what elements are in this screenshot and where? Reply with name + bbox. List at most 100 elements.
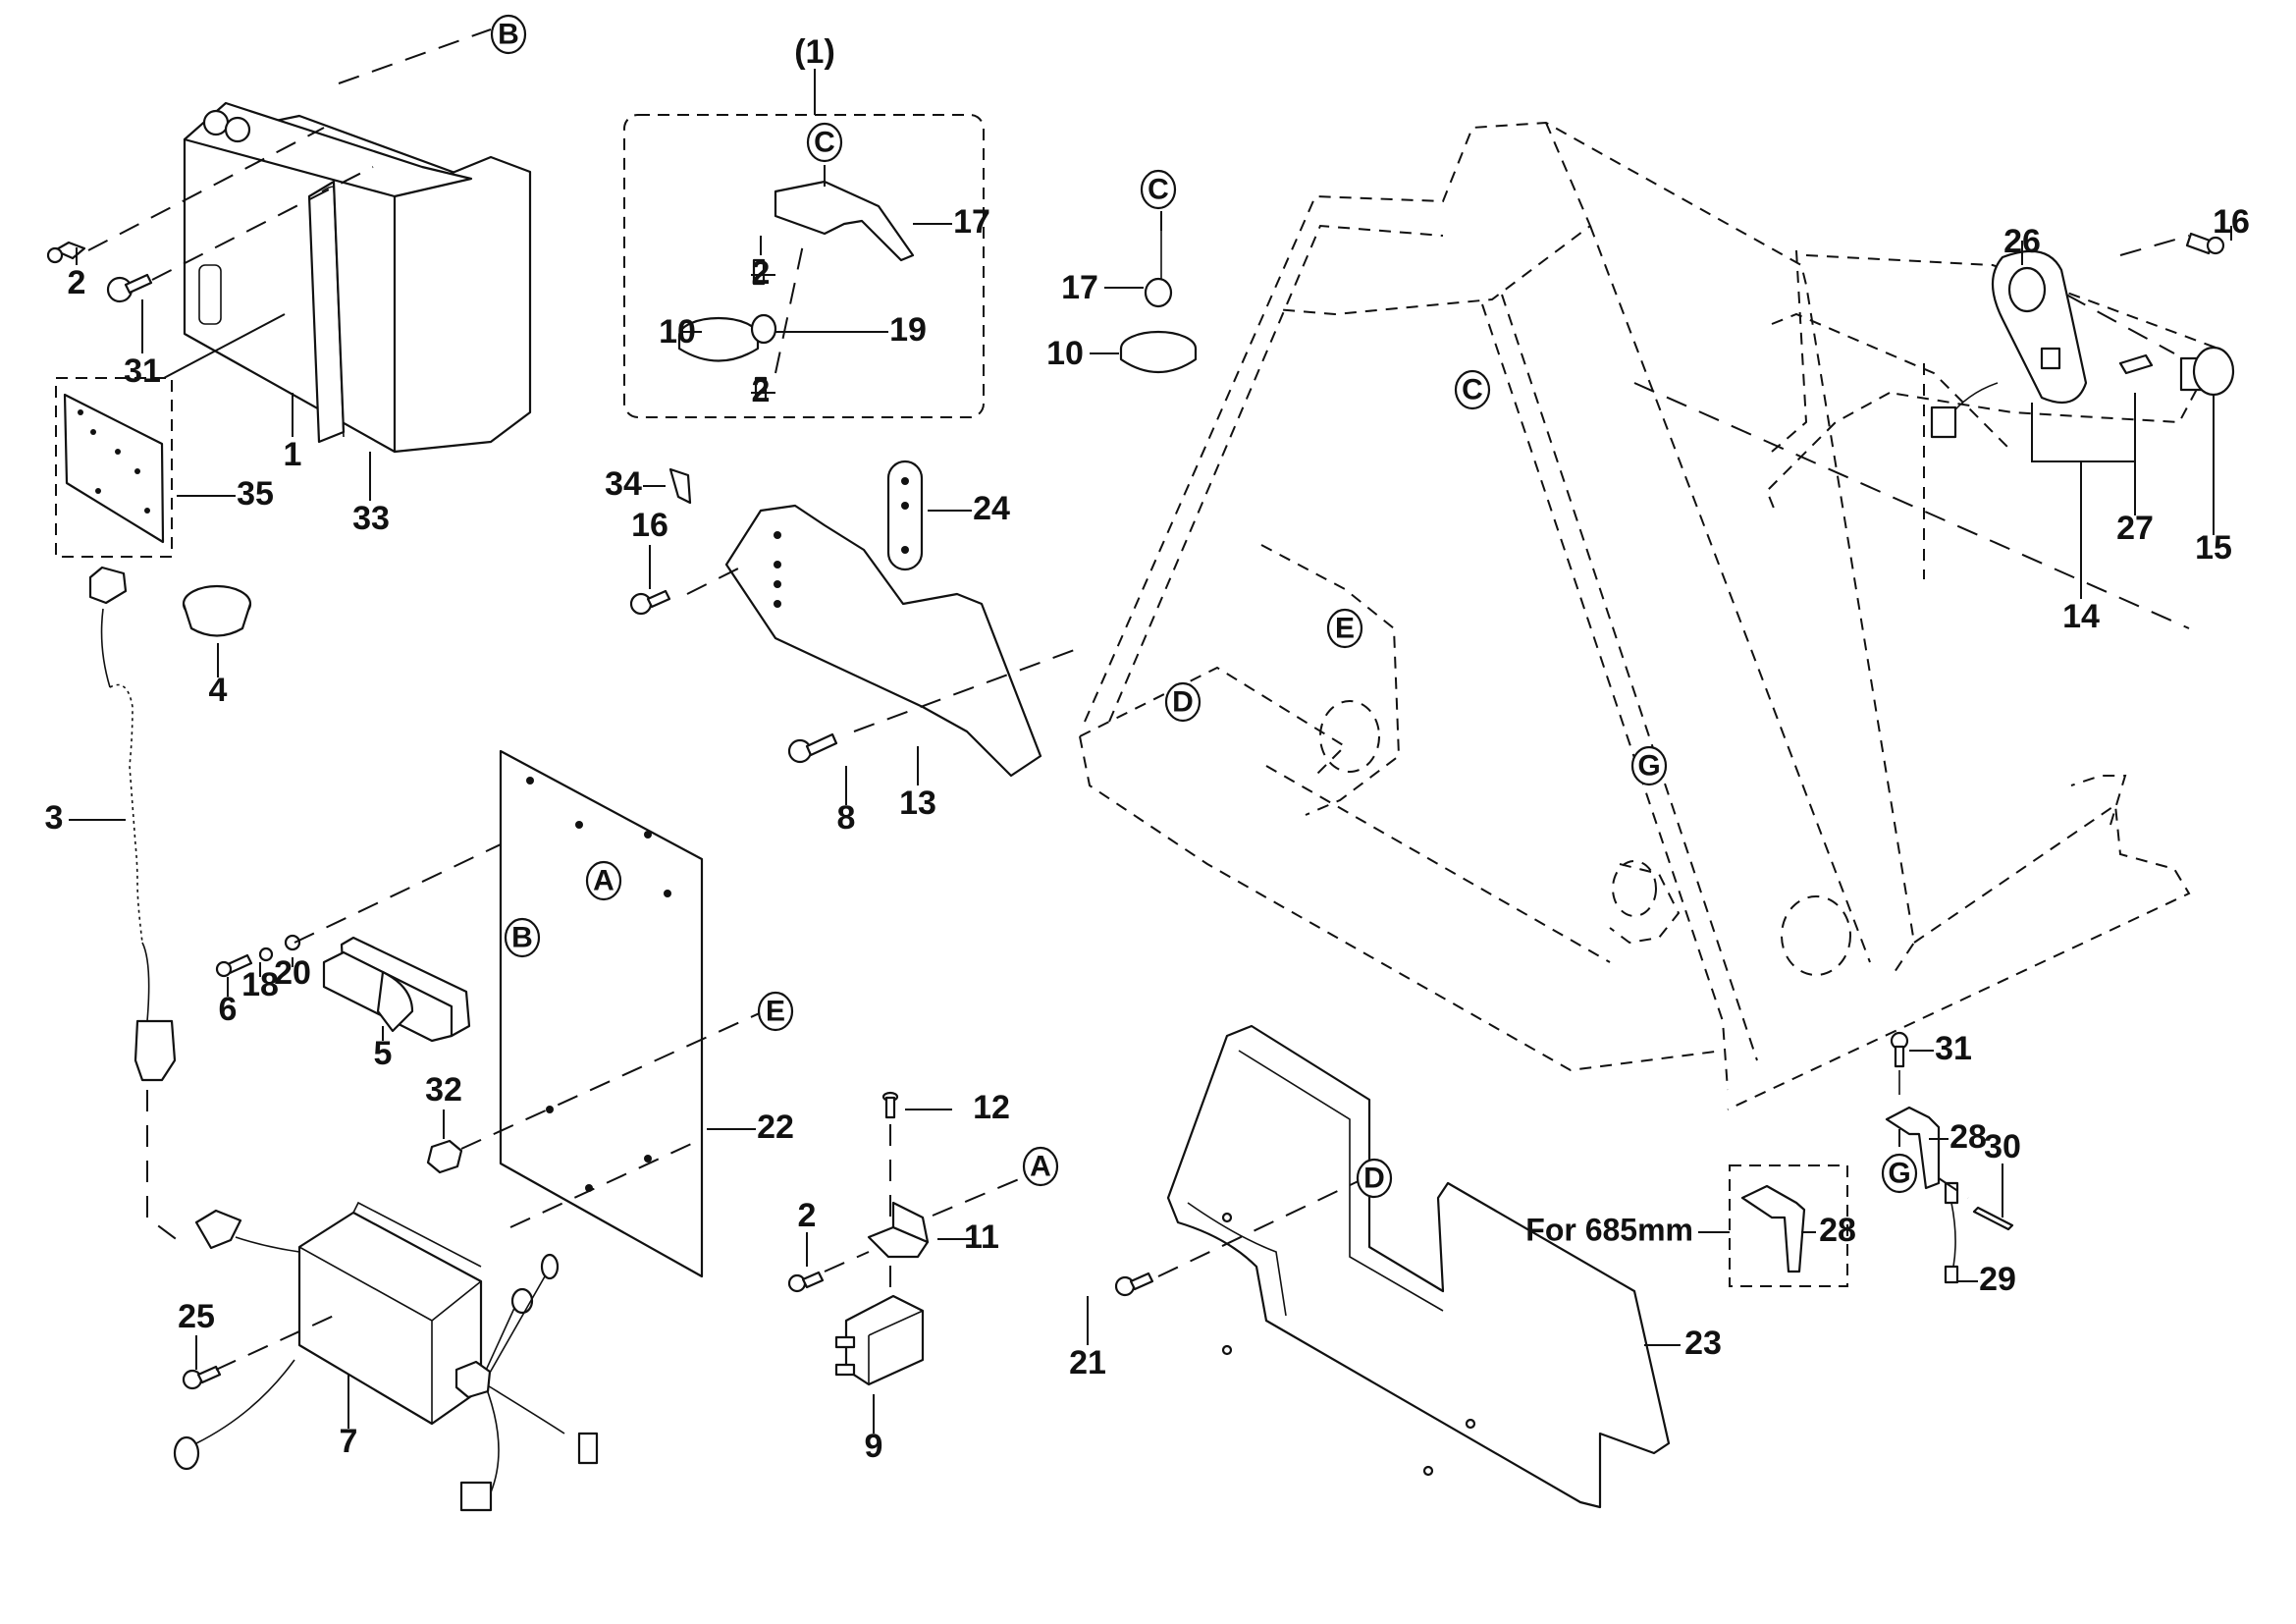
part-label-sub1: (1)	[794, 33, 835, 71]
callout-circle	[806, 122, 843, 163]
part-label-29: 29	[1979, 1261, 2016, 1298]
reference-callout-a: A	[585, 860, 622, 901]
screw-16-right[interactable]	[2185, 232, 2225, 255]
callout-letter: C	[1148, 174, 1169, 206]
main-switch-5[interactable]	[322, 936, 471, 1043]
reference-callout-e: E	[757, 991, 794, 1032]
sensor-bracket-28[interactable]	[1885, 1106, 1941, 1190]
callout-letter: G	[1637, 750, 1660, 783]
screw-2-bracket[interactable]	[787, 1271, 825, 1293]
part-label-9: 9	[865, 1428, 883, 1465]
part-label-34: 34	[605, 465, 642, 503]
micro-switch-9[interactable]	[834, 1294, 925, 1386]
side-cover-23[interactable]	[1166, 1024, 1671, 1509]
switch-27[interactable]	[2118, 353, 2154, 375]
variant-note: For 685mm	[1525, 1212, 1693, 1247]
part-label-28b: 28	[1819, 1212, 1856, 1249]
reference-callout-e: E	[1326, 608, 1363, 649]
part-label-5: 5	[374, 1035, 393, 1072]
part-label-31a: 31	[124, 352, 161, 390]
callout-circle	[1356, 1158, 1393, 1199]
clip-19[interactable]	[750, 313, 777, 345]
screw-30[interactable]	[1972, 1206, 2014, 1231]
transformer-7[interactable]	[173, 1201, 599, 1512]
part-label-17b: 17	[1061, 269, 1098, 306]
screw-31-right[interactable]	[1890, 1031, 1909, 1068]
callout-circle	[1140, 169, 1177, 210]
sensor-29[interactable]	[1944, 1181, 1959, 1284]
clip-nut-34[interactable]	[668, 467, 692, 505]
subassembly-box	[623, 114, 985, 418]
mounting-bracket-13[interactable]	[724, 504, 1042, 778]
part-label-4: 4	[209, 672, 228, 709]
callout-circle	[504, 917, 541, 958]
part-label-8: 8	[837, 799, 856, 837]
screw-2-sub[interactable]	[752, 258, 768, 402]
part-label-21: 21	[1069, 1344, 1106, 1381]
part-label-25: 25	[178, 1298, 215, 1335]
nut-32[interactable]	[426, 1139, 463, 1174]
reference-callout-b: B	[504, 917, 541, 958]
mounting-plate-22[interactable]	[499, 749, 704, 1278]
screw-12[interactable]	[881, 1091, 899, 1119]
callout-circle	[1630, 745, 1668, 786]
screw-2[interactable]	[46, 241, 86, 264]
sensor-alignment	[1938, 1177, 1969, 1199]
callout-letter: D	[1172, 686, 1194, 719]
cover-alignment	[1157, 1177, 1365, 1277]
callout-letter: C	[814, 127, 835, 159]
part-label-31b: 31	[1935, 1030, 1972, 1067]
part-label-28a: 28	[1949, 1118, 1987, 1156]
cable-alignment	[146, 1090, 187, 1248]
part-label-27: 27	[2116, 510, 2154, 547]
transformer-alignment	[215, 1315, 335, 1371]
screw-8[interactable]	[787, 732, 838, 764]
part-label-33: 33	[352, 500, 390, 537]
frame-outline	[1079, 121, 2220, 1110]
callout-letter: E	[766, 996, 785, 1028]
screw-31[interactable]	[106, 273, 153, 303]
callout-letter: B	[498, 19, 519, 51]
reference-callout-c: C	[1140, 169, 1177, 210]
part-label-2c: 2	[752, 372, 771, 409]
reference-callout-c: C	[806, 122, 843, 163]
part-label-26: 26	[2003, 223, 2041, 260]
cap-10[interactable]	[677, 316, 760, 362]
plug-cap-4[interactable]	[182, 584, 252, 637]
plate-alignment	[460, 1001, 786, 1228]
part-label-3: 3	[45, 799, 64, 837]
cap-10-right[interactable]	[1119, 330, 1198, 374]
sensor-bracket-28-variant[interactable]	[1740, 1184, 1806, 1273]
screw-25[interactable]	[182, 1365, 222, 1390]
callout-circle	[757, 991, 794, 1032]
hook-17[interactable]	[1144, 216, 1173, 308]
screw-21[interactable]	[1114, 1272, 1154, 1297]
reference-callout-b: B	[490, 14, 527, 55]
bracket-17[interactable]	[774, 180, 915, 262]
spacer-plate-24[interactable]	[886, 460, 924, 571]
callout-letter: C	[1462, 374, 1483, 406]
callout-circle	[1022, 1146, 1059, 1187]
control-box[interactable]	[183, 101, 532, 454]
screw-16[interactable]	[629, 589, 671, 616]
angle-bracket-11[interactable]	[867, 1201, 930, 1259]
sub-alignment	[760, 235, 806, 374]
part-label-22: 22	[757, 1109, 794, 1146]
part-label-12: 12	[973, 1089, 1010, 1126]
part-label-24: 24	[973, 490, 1010, 527]
part-label-16b: 16	[631, 507, 668, 544]
part-label-10b: 10	[1046, 335, 1084, 372]
hand-control[interactable]	[1930, 249, 2088, 439]
leader-lines	[69, 69, 2232, 1434]
washer-stack[interactable]	[215, 934, 301, 978]
variant-box	[1729, 1164, 1848, 1287]
circuit-board-group[interactable]	[55, 377, 173, 558]
callout-letter: A	[593, 865, 614, 897]
coiled-cable-3[interactable]	[88, 566, 177, 1082]
strap	[321, 186, 345, 438]
reference-callout-c: C	[1454, 369, 1491, 410]
callout-circle	[1164, 681, 1201, 723]
push-button-15[interactable]	[2179, 346, 2235, 397]
